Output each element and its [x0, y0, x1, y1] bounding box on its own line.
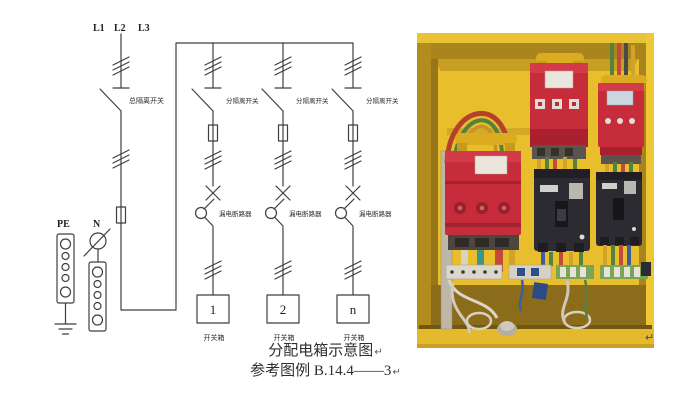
- device-label: [544, 70, 574, 89]
- distribution-box-schematic: L1 L2 L3 总隔离开关 分隔离开关 分隔离开关 分隔离开关 漏电断路器 漏…: [54, 23, 399, 342]
- isolator-handle: [536, 53, 584, 64]
- switch-box-label: 开关箱: [344, 333, 365, 342]
- phase-label-l2: L2: [114, 23, 126, 34]
- rcd-breaker-icon: [264, 185, 291, 227]
- terminal-strip: [508, 264, 552, 280]
- branch-circuit-1: [191, 42, 230, 324]
- switch-box-number: 2: [280, 302, 287, 317]
- branch-isolator-switch-icon: [261, 87, 292, 112]
- device-label: [606, 90, 634, 106]
- n-terminal-strip: [83, 228, 111, 332]
- breaker-brand-label: [540, 185, 558, 192]
- switch-box-2: [266, 294, 300, 324]
- caption-title-line: 分配电箱示意图↵: [228, 342, 423, 362]
- device-label: [474, 155, 508, 175]
- terminal-strip-icon: [56, 233, 75, 304]
- phase-label-l1: L1: [93, 23, 105, 34]
- pe-label: PE: [57, 219, 70, 230]
- branch-switch-label: 分隔离开关: [296, 96, 329, 105]
- terminal-strip-icon: [88, 261, 107, 332]
- breaker-info-label: [624, 181, 636, 194]
- branch-switch-label: 分隔离开关: [226, 96, 259, 105]
- switch-box-n: [336, 294, 370, 324]
- caption-title: 分配电箱示意图: [268, 343, 374, 359]
- branch-switch-label: 分隔离开关: [366, 96, 399, 105]
- branch-isolator-switch-icon: [191, 87, 222, 112]
- isolator-handle: [455, 133, 517, 145]
- main-isolator-switch-icon: [99, 87, 130, 112]
- rcd-breaker-icon: [334, 185, 361, 227]
- caption-reference: 参考图例 B.14.4——3: [250, 363, 392, 379]
- rcd-label: 漏电断路器: [219, 209, 252, 218]
- floor-cabling: [447, 279, 592, 336]
- pe-terminal-strip: [54, 233, 77, 335]
- branch-isolator-switch-icon: [331, 87, 362, 112]
- terminal-strips: [445, 262, 651, 300]
- branch-circuit-n: [331, 42, 370, 324]
- rcd-breaker-icon: [194, 185, 221, 227]
- breaker-toggle: [613, 198, 624, 220]
- distribution-box-photo: [417, 33, 654, 348]
- isolator-handle: [601, 75, 647, 85]
- switch-box-number: 1: [210, 302, 217, 317]
- breaker-2-device: [596, 172, 642, 265]
- branch-circuit-2: [261, 42, 300, 324]
- return-mark-icon: ↵: [645, 332, 655, 344]
- switch-box-label: 开关箱: [204, 333, 225, 342]
- return-mark-icon: ↵: [374, 347, 383, 358]
- breaker-1-device: [534, 169, 590, 266]
- rcd-label: 漏电断路器: [289, 209, 322, 218]
- breaker-info-label: [569, 183, 583, 199]
- return-mark-icon: ↵: [392, 367, 401, 378]
- caption: 分配电箱示意图↵ 参考图例 B.14.4——3↵: [228, 342, 423, 382]
- switch-box-label: 开关箱: [274, 333, 295, 342]
- switch-box-number: n: [350, 302, 357, 317]
- main-isolator-device: [445, 133, 521, 272]
- main-switch-label: 总隔离开关: [129, 96, 164, 105]
- caption-reference-line: 参考图例 B.14.4——3↵: [228, 362, 423, 382]
- rcd-label: 漏电断路器: [359, 209, 392, 218]
- phase-label-l3: L3: [138, 23, 150, 34]
- branch-isolator-2-device: [598, 43, 647, 172]
- switch-box-1: [196, 294, 230, 324]
- breaker-brand-label: [602, 183, 617, 189]
- earth-ground-icon: [54, 323, 77, 335]
- n-label: N: [93, 219, 101, 230]
- main-incoming-circuit: [99, 33, 354, 311]
- branch-isolator-1-device: [530, 53, 588, 170]
